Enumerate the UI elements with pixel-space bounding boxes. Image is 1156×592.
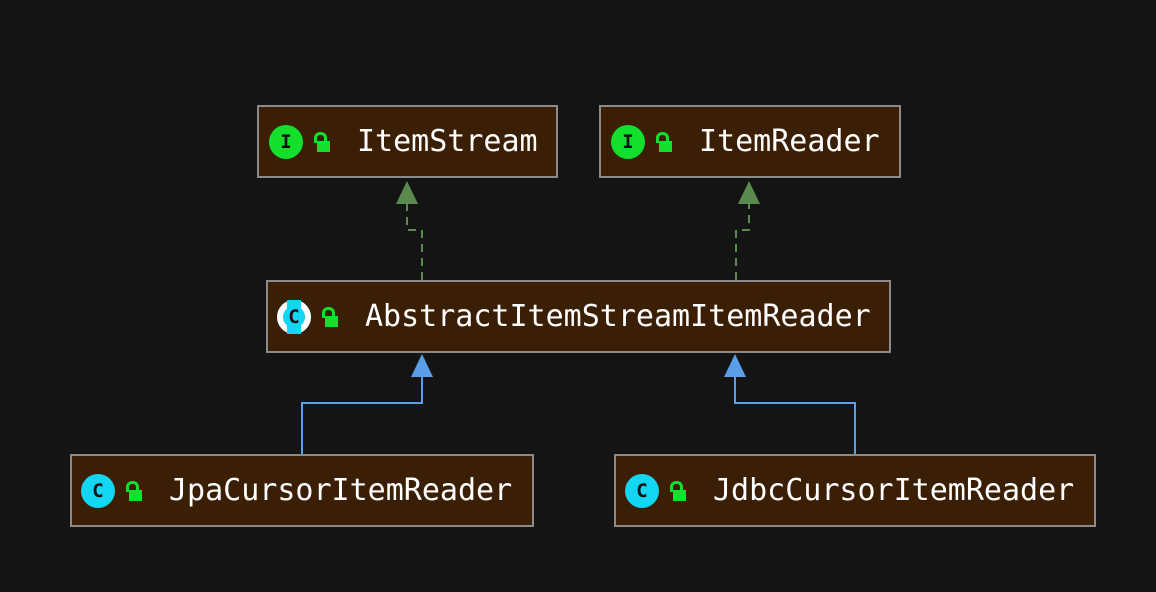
extends-arrowhead-icon: [411, 354, 433, 377]
implements-arrowhead-icon: [738, 181, 760, 204]
node-label: ItemStream: [357, 124, 538, 159]
interface-badge-icon: I: [269, 124, 303, 159]
node-label: AbstractItemStreamItemReader: [365, 299, 871, 334]
edge-extends-jpa: [301, 354, 433, 454]
class-badge-icon: C: [81, 473, 115, 508]
unlocked-lock-icon: [313, 131, 331, 153]
abstract-class-badge-icon: C: [277, 299, 311, 334]
unlocked-lock-icon: [669, 480, 687, 502]
class-badge-icon: C: [625, 473, 659, 508]
node-itemreader[interactable]: I ItemReader: [599, 105, 901, 178]
unlocked-lock-icon: [655, 131, 673, 153]
edge-extends-jdbc: [724, 354, 856, 454]
node-label: ItemReader: [699, 124, 880, 159]
unlocked-lock-icon: [125, 480, 143, 502]
node-jpacursoritemreader[interactable]: C JpaCursorItemReader: [70, 454, 534, 527]
edge-implements-itemstream: [396, 181, 423, 280]
extends-arrowhead-icon: [724, 354, 746, 377]
node-label: JpaCursorItemReader: [169, 473, 513, 508]
node-jdbccursoritemreader[interactable]: C JdbcCursorItemReader: [614, 454, 1096, 527]
interface-badge-icon: I: [611, 124, 645, 159]
node-itemstream[interactable]: I ItemStream: [257, 105, 558, 178]
edge-implements-itemreader: [735, 181, 760, 280]
node-label: JdbcCursorItemReader: [713, 473, 1075, 508]
unlocked-lock-icon: [321, 306, 339, 328]
node-abstractitemstreamitemreader[interactable]: C AbstractItemStreamItemReader: [266, 280, 891, 353]
implements-arrowhead-icon: [396, 181, 418, 204]
